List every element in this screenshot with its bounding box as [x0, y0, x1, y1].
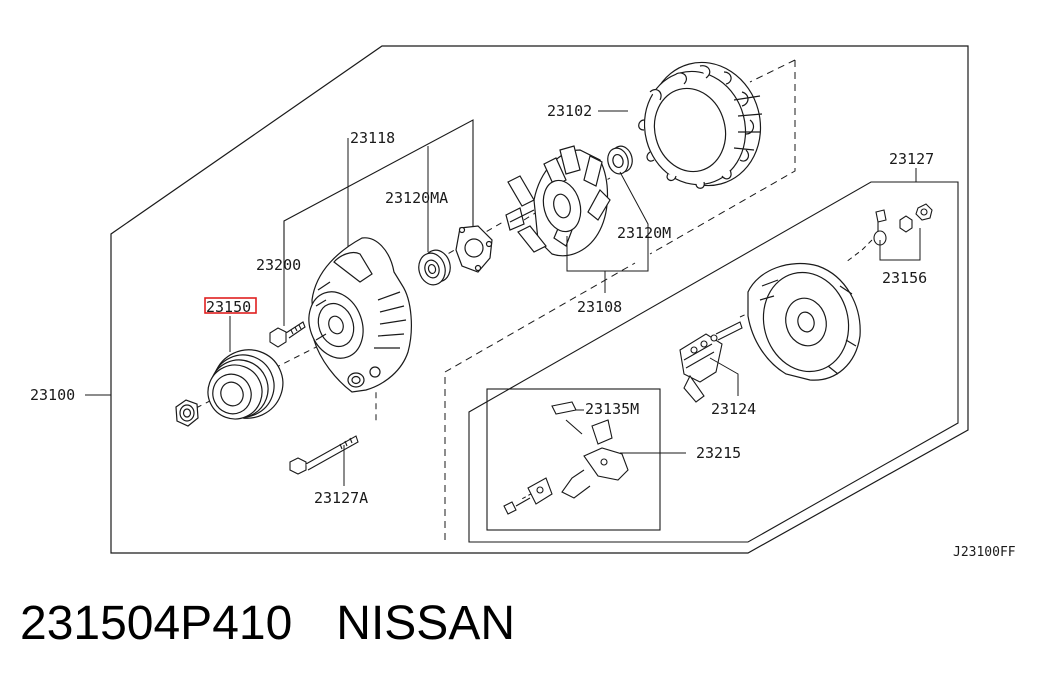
callout-23108: 23108: [577, 298, 622, 316]
callout-23118: 23118: [350, 129, 395, 147]
diagram-code: J23100FF: [953, 545, 1016, 560]
callout-23100: 23100: [30, 386, 75, 404]
part-number: 231504P410: [20, 597, 293, 650]
callout-23135M: 23135M: [585, 400, 639, 418]
assembly-outline: [110, 45, 969, 554]
regulator-drawing: [503, 401, 629, 515]
rear-dashed-outline: [444, 60, 796, 540]
bolt-23200-drawing: [269, 321, 306, 348]
rear-housing-drawing: [747, 262, 861, 381]
rear-housing-group-outline: [468, 181, 959, 543]
leader-lines: [85, 110, 921, 486]
callout-23215: 23215: [696, 444, 741, 462]
part-caption: 231504P410 NISSAN: [20, 596, 515, 651]
rear-bearing-drawing: [607, 145, 633, 175]
front-bearing-drawing: [418, 249, 451, 286]
front-housing-drawing: [308, 237, 412, 393]
rotor-drawing: [505, 145, 611, 257]
callout-23102: 23102: [547, 102, 592, 120]
retainer-plate-drawing: [455, 225, 493, 273]
through-bolt-drawing: [289, 435, 359, 475]
pulley-nut-drawing: [175, 399, 199, 427]
regulator-box: [486, 388, 661, 531]
callout-23124: 23124: [711, 400, 756, 418]
callout-23150[interactable]: 23150: [206, 298, 251, 316]
callout-23120M: 23120M: [617, 224, 671, 242]
callout-23200: 23200: [256, 256, 301, 274]
pulley-drawing: [207, 349, 284, 420]
highlight-box-23150: [204, 297, 257, 314]
stator-drawing: [638, 61, 763, 189]
callout-23120MA: 23120MA: [385, 189, 448, 207]
front-housing-group-bracket: [283, 119, 474, 263]
terminal-hardware-drawing: [873, 203, 933, 246]
brand-name: NISSAN: [336, 597, 515, 650]
callout-23127A: 23127A: [314, 489, 368, 507]
callout-23127: 23127: [889, 150, 934, 168]
brush-holder-drawing: [679, 321, 743, 403]
callout-23156: 23156: [882, 269, 927, 287]
